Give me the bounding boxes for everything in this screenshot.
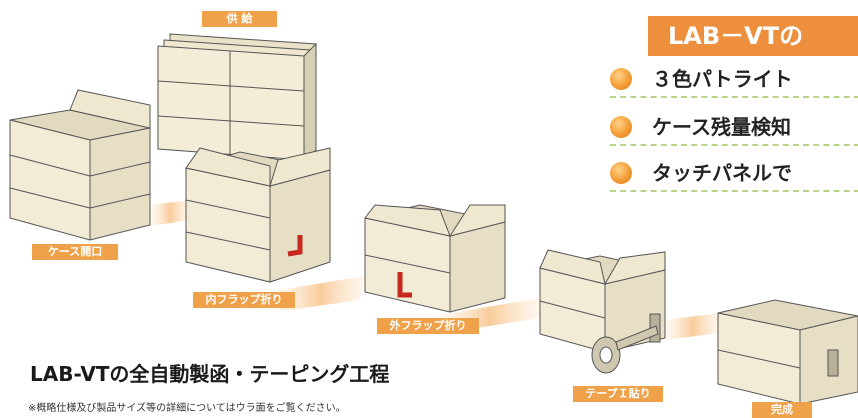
orange-bullet-icon <box>610 68 632 90</box>
page-title: LAB-VTの全自動製函・テーピング工程 <box>30 362 390 386</box>
supply-board-stack <box>157 33 317 162</box>
step-label-supply: 供 給 <box>202 11 277 27</box>
feature-header: LAB－VTの <box>648 16 858 56</box>
feature-item: タッチパネルで <box>610 156 858 192</box>
feature-item: ３色パトライト <box>610 62 858 98</box>
feature-text: タッチパネルで <box>652 161 792 185</box>
box-inner-flap <box>185 147 331 283</box>
footnote: ※概略仕様及び製品サイズ等の詳細についてはウラ面をご覧ください。 <box>28 403 346 414</box>
step-label-complete: 完成 <box>752 402 812 418</box>
box-outer-flap <box>364 204 506 313</box>
feature-item: ケース残量検知 <box>610 110 858 146</box>
feature-text: ケース残量検知 <box>652 115 791 139</box>
orange-bullet-icon <box>610 162 632 184</box>
box-case-open <box>9 89 151 241</box>
feature-text: ３色パトライト <box>652 67 793 91</box>
step-label-tape: テープＩ貼り <box>573 386 663 402</box>
box-complete <box>717 299 858 405</box>
orange-bullet-icon <box>610 116 632 138</box>
step-label-outer-flap: 外フラップ折り <box>377 318 479 334</box>
step-label-inner-flap: 内フラップ折り <box>193 292 295 308</box>
box-tape <box>539 249 666 353</box>
tape-roll-icon <box>591 325 659 374</box>
step-label-case-open: ケース開口 <box>32 244 118 260</box>
